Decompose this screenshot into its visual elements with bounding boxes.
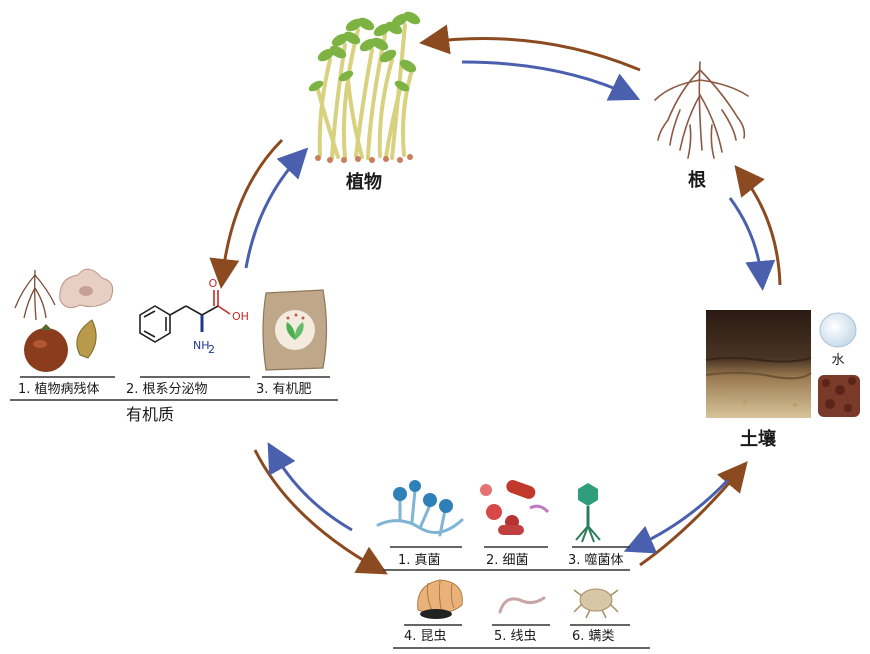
hydroxyl-label: OH bbox=[232, 310, 249, 323]
arrow-root-to-soil bbox=[728, 197, 776, 291]
microbe-bacteria: 2. 细菌 bbox=[486, 553, 529, 568]
arrow-organic-to-plant bbox=[244, 147, 309, 269]
phage-illustration bbox=[575, 483, 601, 543]
soil-profile-illustration bbox=[705, 310, 812, 418]
amine-label: NH bbox=[193, 339, 210, 352]
microbe-phage: 3. 噬菌体 bbox=[568, 553, 624, 568]
microbe-fungi: 1. 真菌 bbox=[398, 553, 441, 568]
root-label: 根 bbox=[688, 169, 706, 191]
sprouts-illustration bbox=[308, 11, 421, 163]
roots-illustration bbox=[654, 61, 749, 159]
water-label: 水 bbox=[831, 353, 844, 368]
arrow-microbes-to-soil bbox=[639, 461, 748, 567]
water-droplet-icon bbox=[819, 312, 857, 348]
nematode-illustration bbox=[498, 596, 546, 614]
amine-subscript: 2 bbox=[208, 343, 215, 356]
arrow-microbes-to-organic bbox=[267, 442, 353, 532]
fungi-illustration bbox=[376, 480, 464, 537]
soil-aggregate-icon bbox=[818, 375, 860, 417]
arrow-soil-to-root bbox=[734, 164, 782, 286]
arrow-root-to-plant bbox=[419, 24, 641, 72]
arrow-organic-to-microbes bbox=[253, 449, 388, 575]
arrow-plant-to-root bbox=[461, 60, 641, 101]
organic-item-fertilizer: 3. 有机肥 bbox=[256, 382, 312, 397]
mite-illustration bbox=[573, 588, 619, 619]
organic-item-exudate: 2. 根系分泌物 bbox=[126, 382, 208, 397]
soil-label: 土壤 bbox=[740, 428, 777, 450]
arrow-plant-to-organic bbox=[209, 138, 284, 289]
organic-item-residue: 1. 植物病残体 bbox=[18, 382, 100, 397]
oxygen-atom-label: O bbox=[209, 277, 218, 290]
fertilizer-bag-illustration bbox=[262, 289, 328, 371]
organic-matter-label: 有机质 bbox=[126, 405, 174, 424]
root-exudate-chemical-structure bbox=[139, 290, 231, 343]
insect-larva-illustration bbox=[417, 579, 463, 619]
plant-label: 植物 bbox=[346, 171, 382, 193]
fauna-insect: 4. 昆虫 bbox=[404, 629, 447, 644]
fauna-nematode: 5. 线虫 bbox=[494, 629, 537, 644]
bacteria-illustration bbox=[480, 480, 550, 535]
arrow-soil-to-microbes bbox=[623, 478, 730, 554]
fauna-mite: 6. 螨类 bbox=[572, 629, 615, 644]
plant-residue-illustration bbox=[14, 268, 114, 372]
